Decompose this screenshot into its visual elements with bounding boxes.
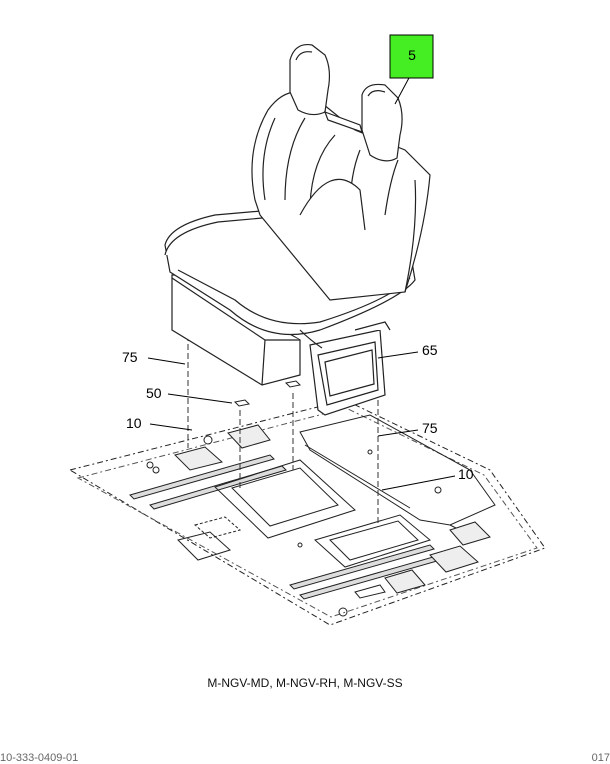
leader-lines xyxy=(147,75,456,491)
floor-panel xyxy=(68,399,546,626)
callout-75-right[interactable]: 75 xyxy=(422,420,438,436)
footer-document-number: 10-333-0409-01 xyxy=(0,752,79,764)
callout-65[interactable]: 65 xyxy=(422,342,438,358)
part-number-badge[interactable]: 5 xyxy=(389,34,434,79)
footer-page-number: 017 xyxy=(591,752,610,764)
seat-back xyxy=(251,43,431,301)
pad-parts xyxy=(233,380,302,407)
callout-labels: 75 50 10 65 75 10 xyxy=(122,342,474,482)
callout-10-left[interactable]: 10 xyxy=(126,415,142,431)
model-caption: M-NGV-MD, M-NGV-RH, M-NGV-SS xyxy=(207,676,403,690)
callout-10-right[interactable]: 10 xyxy=(458,466,474,482)
callout-75-left[interactable]: 75 xyxy=(122,349,138,365)
badge-box xyxy=(389,34,434,79)
callout-50[interactable]: 50 xyxy=(146,385,162,401)
badge-label: 5 xyxy=(408,47,416,63)
